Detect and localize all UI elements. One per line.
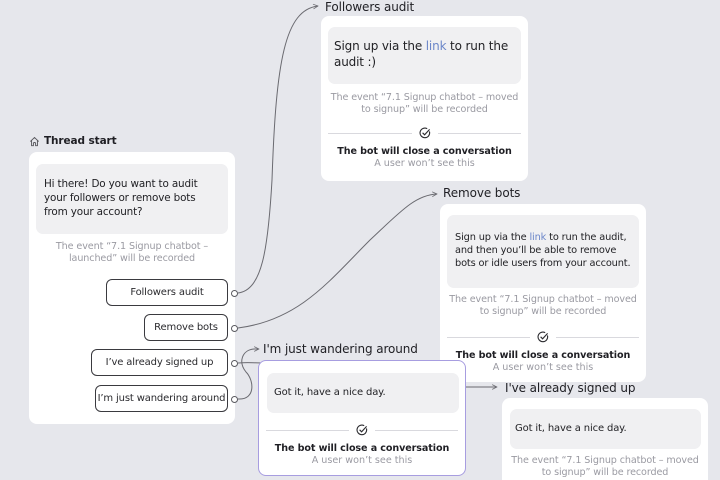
message-text: to run the audit, and then you’ll be abl… — [455, 232, 631, 270]
close-title: The bot will close a conversation — [274, 443, 450, 454]
thread-start-title: Thread start — [44, 135, 117, 147]
remove-bots-title: Remove bots — [443, 186, 521, 200]
option-already-signed-up[interactable]: I’ve already signed up — [91, 349, 228, 376]
home-icon — [30, 136, 39, 146]
port-wandering-around[interactable] — [231, 396, 238, 403]
check-circle-icon — [537, 331, 549, 343]
wandering-message: Got it, have a nice day. — [267, 373, 459, 413]
wire-followers-audit — [237, 6, 318, 294]
option-label: Remove bots — [154, 322, 218, 333]
close-subtitle: A user won’t see this — [492, 362, 594, 373]
signed-up-event: The event “7.1 Signup chatbot – moved to… — [511, 455, 699, 479]
close-title: The bot will close a conversation — [337, 146, 512, 157]
option-followers-audit[interactable]: Followers audit — [106, 279, 228, 306]
port-remove-bots[interactable] — [231, 325, 238, 332]
option-remove-bots[interactable]: Remove bots — [144, 314, 228, 341]
signed-up-title: I've already signed up — [505, 381, 636, 395]
wire-wandering — [237, 349, 259, 400]
signup-link[interactable]: link — [425, 39, 447, 53]
option-label: I’ve already signed up — [105, 357, 214, 368]
port-followers-audit[interactable] — [231, 290, 238, 297]
close-divider — [328, 127, 521, 139]
remove-bots-event: The event “7.1 Signup chatbot – moved to… — [449, 294, 637, 318]
signed-up-message: Got it, have a nice day. — [510, 409, 701, 449]
wandering-title: I'm just wandering around — [263, 342, 418, 356]
signed-up-card[interactable]: Got it, have a nice day. The event “7.1 … — [502, 398, 708, 480]
thread-start-event: The event “7.1 Signup chatbot – launched… — [55, 241, 209, 265]
close-divider — [447, 331, 639, 343]
check-circle-icon — [419, 127, 430, 139]
thread-start-message: Hi there! Do you want to audit your foll… — [36, 164, 228, 234]
followers-audit-title: Followers audit — [325, 0, 415, 14]
close-divider — [266, 424, 458, 436]
signup-link[interactable]: link — [529, 232, 547, 243]
port-already-signed-up[interactable] — [231, 360, 238, 367]
option-label: Followers audit — [130, 287, 204, 298]
close-subtitle: A user won’t see this — [374, 158, 475, 169]
remove-bots-message: Sign up via the link to run the audit, a… — [447, 215, 639, 288]
wire-remove-bots — [237, 194, 437, 329]
message-text: to run the audit :) — [334, 39, 509, 69]
wandering-card[interactable]: Got it, have a nice day. The bot will cl… — [258, 360, 466, 476]
close-title: The bot will close a conversation — [455, 350, 631, 361]
thread-start-header: Thread start — [29, 135, 117, 147]
followers-audit-event: The event “7.1 Signup chatbot – moved to… — [330, 92, 519, 116]
remove-bots-card[interactable]: Sign up via the link to run the audit, a… — [440, 204, 646, 382]
message-text: Sign up via the — [334, 39, 426, 53]
message-text: Sign up via the — [455, 232, 530, 243]
option-label: I’m just wandering around — [97, 393, 226, 404]
followers-audit-card[interactable]: Sign up via the link to run the audit :)… — [321, 16, 528, 181]
close-subtitle: A user won’t see this — [311, 455, 413, 466]
followers-audit-message: Sign up via the link to run the audit :) — [328, 27, 521, 84]
option-wandering-around[interactable]: I’m just wandering around — [95, 385, 228, 412]
check-circle-icon — [356, 424, 368, 436]
